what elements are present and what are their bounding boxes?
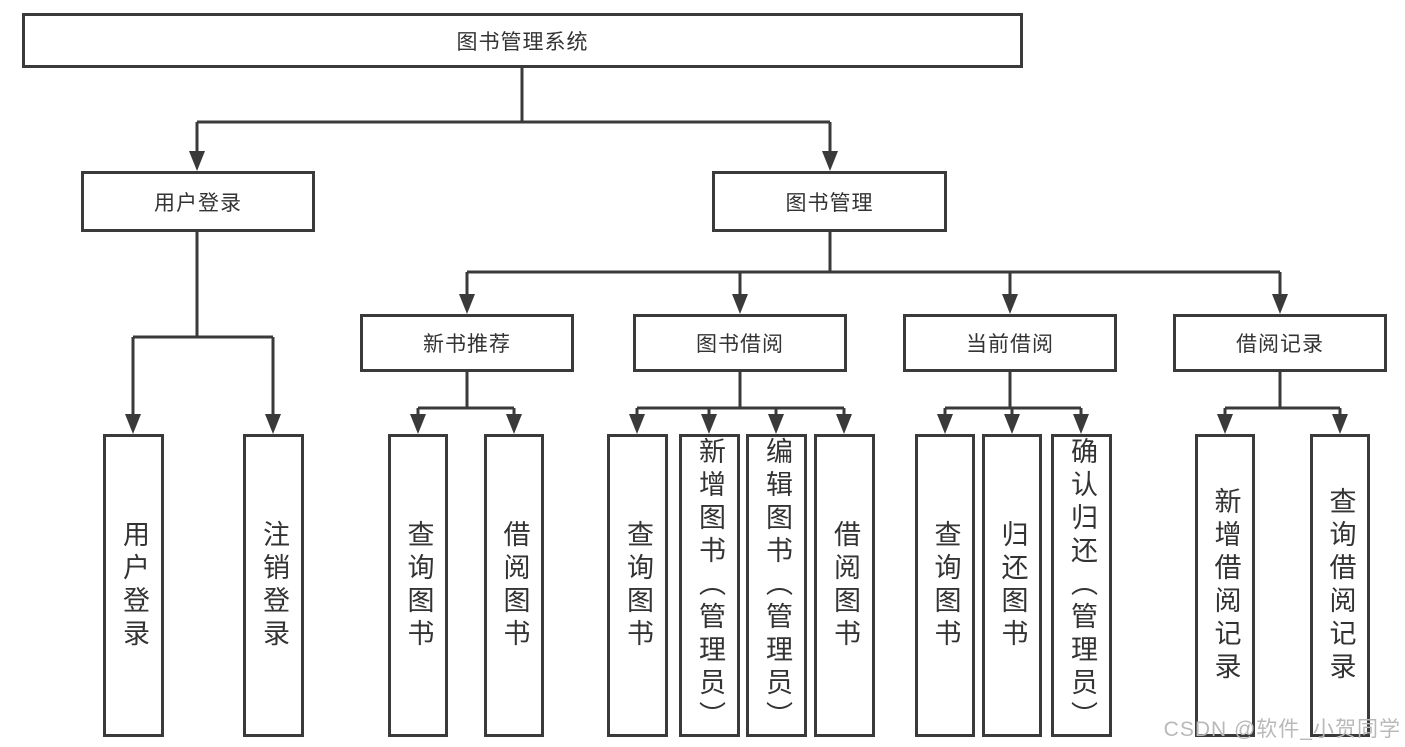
leaf-query-books-borrowing-label: 查询图书 (623, 519, 653, 652)
node-library-management-system: 图书管理系统 (22, 13, 1023, 68)
leaf-query-borrow-record-label: 查询借阅记录 (1325, 486, 1356, 685)
leaf-logout: 注销登录 (243, 434, 304, 737)
leaf-add-book-admin-label: 新增图书（管理员） (695, 437, 725, 734)
leaf-confirm-return-admin-label: 确认归还（管理员） (1067, 437, 1097, 734)
leaf-add-book-admin: 新增图书（管理员） (679, 434, 740, 737)
node-borrowing-records: 借阅记录 (1173, 314, 1387, 372)
node-user-login: 用户登录 (81, 171, 315, 232)
leaf-borrow-books-recommend-label: 借阅图书 (499, 519, 530, 652)
leaf-user-login-label: 用户登录 (119, 519, 149, 652)
leaf-edit-book-admin-label: 编辑图书（管理员） (762, 437, 792, 734)
leaf-borrow-books-recommend: 借阅图书 (484, 434, 544, 737)
leaf-edit-book-admin: 编辑图书（管理员） (746, 434, 807, 737)
leaf-query-borrow-record: 查询借阅记录 (1310, 434, 1370, 737)
leaf-borrow-books-borrowing-label: 借阅图书 (830, 519, 860, 652)
leaf-confirm-return-admin: 确认归还（管理员） (1051, 434, 1112, 737)
leaf-add-borrow-record: 新增借阅记录 (1195, 434, 1255, 737)
node-book-management: 图书管理 (712, 171, 947, 232)
leaf-query-books-current: 查询图书 (915, 434, 975, 737)
node-new-book-recommendation: 新书推荐 (360, 314, 574, 372)
leaf-query-books-borrowing: 查询图书 (607, 434, 668, 737)
arrowheads (125, 151, 1348, 434)
node-book-borrowing: 图书借阅 (633, 314, 847, 372)
leaf-add-borrow-record-label: 新增借阅记录 (1210, 486, 1241, 685)
leaf-query-books-recommend: 查询图书 (388, 434, 448, 737)
leaf-user-login: 用户登录 (103, 434, 164, 737)
leaf-query-books-current-label: 查询图书 (930, 519, 961, 652)
leaf-return-book-label: 归还图书 (997, 519, 1028, 652)
leaf-borrow-books-borrowing: 借阅图书 (814, 434, 875, 737)
node-current-borrowing: 当前借阅 (903, 314, 1117, 372)
leaf-query-books-recommend-label: 查询图书 (403, 519, 434, 652)
csdn-watermark: CSDN @软件_小贺同学 (1163, 718, 1401, 741)
leaf-return-book: 归还图书 (982, 434, 1042, 737)
leaf-logout-label: 注销登录 (259, 519, 289, 652)
